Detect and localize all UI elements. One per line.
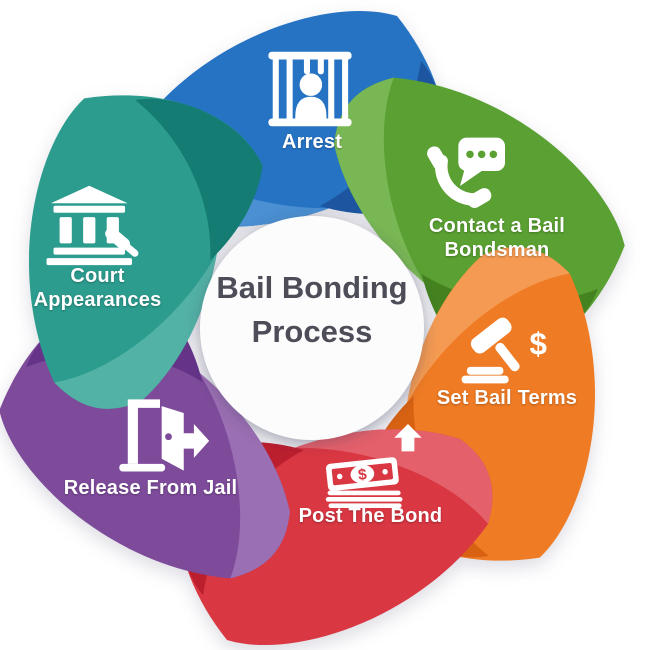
- courthouse-gavel-icon: [46, 185, 139, 266]
- step-label-contact-bondsman: Contact a Bail Bondsman: [428, 215, 566, 261]
- step-label-post-the-bond: Post The Bond: [298, 505, 443, 527]
- door-exit-arrow-icon: [119, 399, 210, 472]
- step-label-release-from-jail: Release From Jail: [63, 477, 238, 499]
- diagram-title-line1: Bail Bonding: [216, 270, 408, 305]
- dollar-sign-glyph: $: [357, 466, 368, 484]
- step-label-court-appearances: Court Appearances: [33, 265, 162, 311]
- money-up-arrow-icon: $: [325, 424, 422, 508]
- diagram-title: Bail Bonding Process: [192, 266, 432, 354]
- diagram-title-line2: Process: [251, 314, 373, 349]
- jail-bars-icon: [268, 51, 352, 127]
- petal-court-appearances: [29, 95, 263, 409]
- step-label-arrest: Arrest: [281, 131, 343, 153]
- dollar-sign-glyph: $: [529, 327, 546, 362]
- center-circle: [200, 216, 424, 440]
- step-label-set-bail-terms: Set Bail Terms: [436, 387, 578, 409]
- gavel-dollar-icon: $: [461, 317, 547, 384]
- phone-chat-icon: [427, 137, 505, 208]
